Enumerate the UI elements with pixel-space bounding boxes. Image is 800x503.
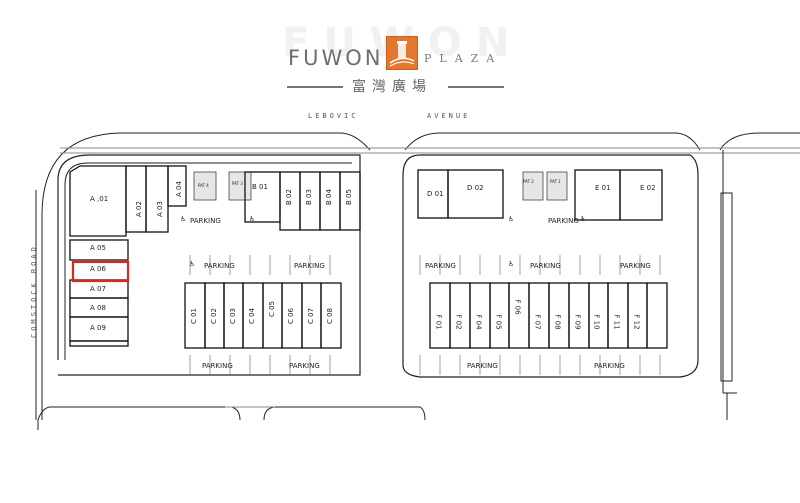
accessible-parking-icon: ♿ [508,215,515,223]
parking-label: PARKING [294,262,325,270]
parking-label: PARKING [530,262,561,270]
unit-f06[interactable]: F 06 [513,299,522,315]
parking-label: PARKING [202,362,233,370]
patio-2: PAT 2 [523,179,534,184]
unit-f01[interactable]: F 01 [434,314,443,330]
parking-label: PARKING [425,262,456,270]
street-label-lebovic: LEBOVIC [308,112,359,120]
unit-c02[interactable]: C 02 [210,307,219,325]
unit-b04[interactable]: B 04 [324,189,333,205]
unit-a04[interactable]: A 04 [174,181,183,197]
unit-f02[interactable]: F 02 [454,314,463,330]
unit-c04[interactable]: C 04 [248,307,257,325]
unit-e02[interactable]: E 02 [640,184,656,192]
unit-c07[interactable]: C 07 [307,307,316,325]
unit-d01[interactable]: D 01 [427,190,444,198]
unit-f12[interactable]: F 12 [632,314,641,330]
unit-f07[interactable]: F 07 [533,314,542,330]
parking-label: PARKING [190,217,221,225]
unit-a07[interactable]: A 07 [90,285,106,293]
parking-label: PARKING [289,362,320,370]
accessible-parking-icon: ♿ [249,215,256,223]
unit-f11[interactable]: F 11 [612,314,621,330]
divider [287,86,343,88]
unit-f08[interactable]: F 08 [553,314,562,330]
unit-a06[interactable]: A 06 [90,265,106,273]
unit-b02[interactable]: B 02 [284,189,293,205]
unit-e01[interactable]: E 01 [595,184,611,192]
accessible-parking-icon: ♿ [189,260,196,268]
unit-a05[interactable]: A 05 [90,244,106,252]
unit-b03[interactable]: B 03 [304,189,313,205]
unit-f10[interactable]: F 10 [592,314,601,330]
unit-c01[interactable]: C 01 [190,307,199,325]
parking-label: PARKING [204,262,235,270]
unit-f04[interactable]: F 04 [474,314,483,330]
patio-4: PAT 4 [198,183,209,188]
unit-c03[interactable]: C 03 [229,307,238,325]
unit-c08[interactable]: C 08 [326,307,335,325]
brand-header: FUWON FUWON PLAZA 富灣廣場 [0,0,800,100]
parking-label: PARKING [620,262,651,270]
accessible-parking-icon: ♿ [180,215,187,223]
unit-a09[interactable]: A 09 [90,324,106,332]
unit-a08[interactable]: A 08 [90,304,106,312]
parking-label: PARKING [548,217,579,225]
brand-subtitle: PLAZA [424,52,503,65]
parking-label: PARKING [594,362,625,370]
brand-name: FUWON [288,46,384,70]
highlighted-unit-a06[interactable] [71,260,130,283]
unit-b05[interactable]: B 05 [344,189,353,205]
unit-c05[interactable]: C 05 [268,300,277,318]
unit-a02[interactable]: A 02 [134,201,143,217]
unit-f05[interactable]: F 05 [494,314,503,330]
divider [448,86,504,88]
unit-d02[interactable]: D 02 [467,184,484,192]
unit-f09[interactable]: F 09 [573,314,582,330]
logo-lighthouse-icon [386,36,418,70]
accessible-parking-icon: ♿ [580,215,587,223]
unit-a03[interactable]: A 03 [155,201,164,217]
patio-1: PAT 1 [550,179,561,184]
unit-c06[interactable]: C 06 [287,307,296,325]
accessible-parking-icon: ♿ [508,260,515,268]
street-label-avenue: AVENUE [427,112,471,120]
patio-3: PAT 3 [232,181,243,186]
brand-chinese: 富灣廣場 [352,79,432,95]
unit-b01[interactable]: B 01 [252,183,268,191]
parking-label: PARKING [467,362,498,370]
unit-a01[interactable]: A ,01 [90,195,109,203]
